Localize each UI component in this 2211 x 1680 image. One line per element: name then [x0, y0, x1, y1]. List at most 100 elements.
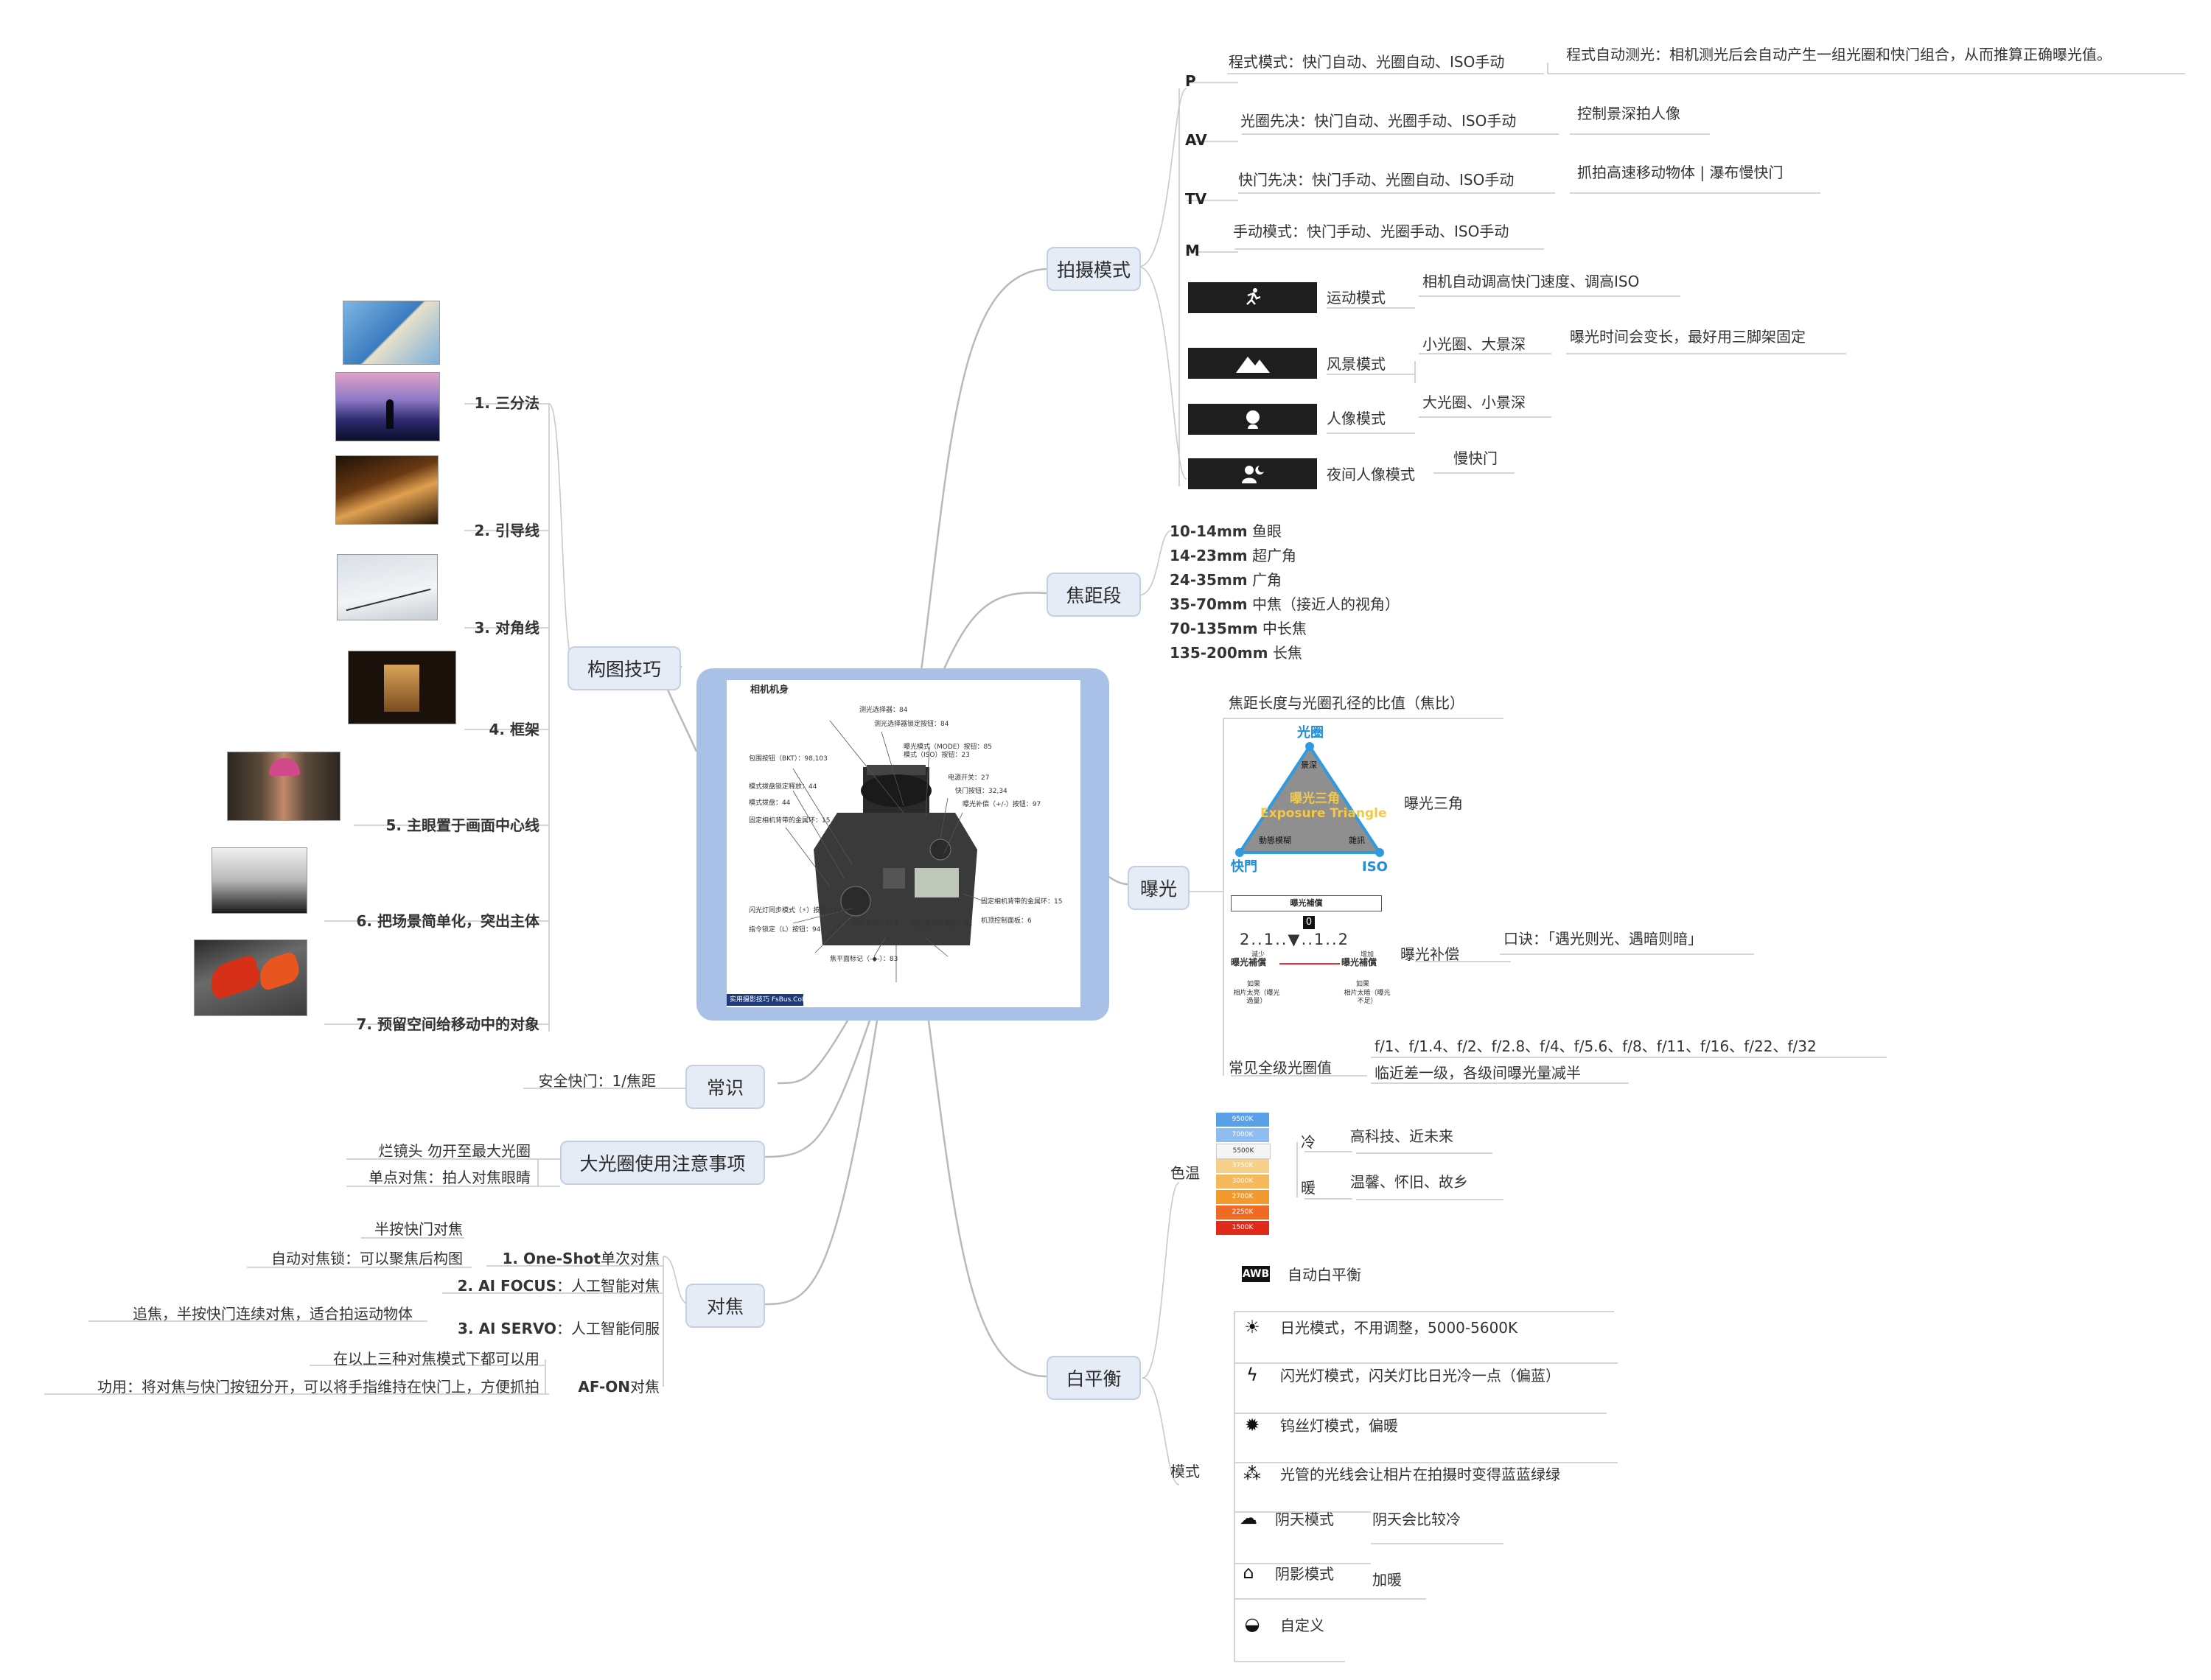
wb-warm-note: 温馨、怀旧、故乡	[1350, 1173, 1468, 1191]
mode-landscape-text[interactable]: 风景模式	[1327, 355, 1386, 373]
head-icon	[1188, 404, 1317, 435]
mode-tv-note: 抓拍高速移动物体 | 瀑布慢快门	[1577, 164, 1784, 181]
color-temp-swatch: 9500K	[1216, 1113, 1269, 1127]
triangle-center-en: Exposure Triangle	[1260, 806, 1387, 821]
wb-mode-text[interactable]: 阴天模式	[1275, 1511, 1334, 1528]
exposure-comp-label[interactable]: 曝光补偿	[1400, 945, 1459, 963]
mode-tv-text[interactable]: 快门先决：快门手动、光圈自动、ISO手动	[1238, 171, 1515, 189]
wb-cold: 冷	[1301, 1133, 1316, 1151]
composition-item[interactable]: 7. 预留空间给移动中的对象	[356, 1015, 539, 1033]
comp-zero: 0	[1303, 916, 1315, 929]
comp-right-note: 相片太暗（曝光不足）	[1344, 990, 1391, 1005]
aperture-tip-1[interactable]: 烂镜头 勿开至最大光圈	[378, 1142, 531, 1160]
color-temp-swatch: 3750K	[1216, 1159, 1269, 1173]
focal-item: 135-200mm 长焦	[1170, 644, 1302, 662]
thumb-rule-of-thirds-a	[343, 301, 440, 365]
fluorescent-icon: ⁂	[1243, 1463, 1261, 1484]
composition-item[interactable]: 2. 引导线	[474, 522, 539, 539]
topic-white-balance[interactable]: 白平衡	[1047, 1356, 1141, 1400]
wb-mode-text[interactable]: 闪光灯模式，闪关灯比日光冷一点（偏蓝）	[1280, 1367, 1560, 1385]
triangle-noise: 雜訊	[1349, 836, 1365, 845]
mode-night-note: 慢快门	[1453, 449, 1498, 467]
focus-aiservo-sub: 追焦，半按快门连续对焦，适合拍运动物体	[133, 1305, 413, 1323]
callout-iso-button: 模式（ISO）按钮：23	[904, 752, 970, 759]
mode-p-text[interactable]: 程式模式：快门自动、光圈自动、ISO手动	[1229, 53, 1505, 71]
thumb-framing	[348, 651, 456, 724]
mode-m-key: M	[1185, 242, 1200, 259]
callout-exposure-comp: 曝光补偿（+/-）按钮：97	[963, 801, 1041, 808]
thumb-rule-of-thirds-b	[335, 372, 440, 441]
focal-item: 14-23mm 超广角	[1170, 547, 1297, 564]
mode-landscape-note: 小光圈、大景深	[1422, 335, 1526, 353]
wb-mode-text[interactable]: 日光模式，不用调整，5000-5600K	[1280, 1319, 1518, 1337]
mode-av-note: 控制景深拍人像	[1577, 105, 1680, 122]
camera-illustration	[785, 720, 985, 982]
focus-aifocus[interactable]: 2. AI FOCUS：人工智能对焦	[457, 1277, 660, 1295]
color-temp-swatch: 7000K	[1216, 1128, 1269, 1142]
callout-mode-button: 曝光模式（MODE）按钮：85	[904, 743, 992, 751]
wb-mode-text[interactable]: 阴影模式	[1275, 1565, 1334, 1583]
focus-oneshot[interactable]: 1. One-Shot单次对焦	[502, 1250, 660, 1267]
runner-icon	[1188, 282, 1317, 313]
wb-mode-text[interactable]: 光管的光线会让相片在拍摄时变得蓝蓝绿绿	[1280, 1466, 1560, 1483]
comp-plus-small: 增加	[1361, 951, 1375, 959]
aperture-stops-values: f/1、f/1.4、f/2、f/2.8、f/4、f/5.6、f/8、f/11、f…	[1375, 1037, 1817, 1055]
comp-title: 曝光補償	[1231, 895, 1382, 911]
composition-item[interactable]: 6. 把场景简单化，突出主体	[356, 912, 539, 930]
composition-item[interactable]: 4. 框架	[489, 721, 539, 738]
triangle-center-cn: 曝光三角	[1290, 791, 1340, 806]
mode-tv-key: TV	[1185, 190, 1207, 208]
wb-mode-note: 加暖	[1372, 1571, 1402, 1589]
mode-p-key: P	[1185, 72, 1196, 90]
wb-awb-text[interactable]: 自动白平衡	[1288, 1266, 1361, 1284]
mode-landscape-note2: 曝光时间会变长，最好用三脚架固定	[1570, 328, 1806, 346]
mode-sport-note: 相机自动调高快门速度、调高ISO	[1422, 273, 1640, 290]
focal-item: 10-14mm 鱼眼	[1170, 522, 1282, 540]
topic-focal-length[interactable]: 焦距段	[1047, 573, 1141, 617]
color-temp-swatch: 2250K	[1216, 1205, 1269, 1219]
aperture-stops-label[interactable]: 常见全级光圈值	[1229, 1059, 1332, 1077]
composition-item[interactable]: 5. 主眼置于画面中心线	[385, 816, 539, 834]
triangle-motion-blur: 動態模糊	[1259, 836, 1291, 845]
focus-oneshot-sub2: 自动对焦锁：可以聚焦后构图	[271, 1250, 463, 1267]
topic-common-sense[interactable]: 常识	[685, 1065, 765, 1109]
composition-item[interactable]: 3. 对角线	[474, 619, 539, 637]
callout-lock-button: 指令锁定（L）按钮：94	[749, 926, 821, 934]
exposure-triangle-label[interactable]: 曝光三角	[1404, 794, 1463, 812]
wb-warm: 暖	[1301, 1179, 1316, 1197]
color-temp-swatch: 2700K	[1216, 1190, 1269, 1204]
topic-large-aperture[interactable]: 大光圈使用注意事项	[560, 1141, 765, 1185]
callout-metering-lock: 测光选择器锁定按钮：84	[874, 721, 949, 728]
wb-modes-label[interactable]: 模式	[1170, 1463, 1200, 1480]
aperture-tip-2[interactable]: 单点对焦：拍人对焦眼睛	[368, 1169, 531, 1186]
mode-night-text[interactable]: 夜间人像模式	[1327, 466, 1415, 483]
triangle-shutter: 快門	[1231, 859, 1257, 875]
comp-minus: 曝光補償	[1231, 957, 1267, 967]
callout-strap-ring-left: 固定相机背带的金属环：15	[749, 817, 831, 825]
safe-shutter-tip[interactable]: 安全快门：1/焦距	[538, 1072, 656, 1090]
flash-icon: ϟ	[1246, 1365, 1258, 1385]
mode-portrait-text[interactable]: 人像模式	[1327, 410, 1386, 427]
focal-item: 35-70mm 中焦（接近人的视角）	[1170, 595, 1400, 613]
mode-sport-text[interactable]: 运动模式	[1327, 289, 1386, 307]
focus-afon[interactable]: AF-ON对焦	[578, 1378, 660, 1396]
callout-accessory-shoe: 附件支架：116	[852, 920, 898, 928]
thumb-leading-lines	[335, 455, 439, 525]
mode-av-text[interactable]: 光圈先决：快门自动、光圈手动、ISO手动	[1240, 112, 1517, 130]
wb-mode-text[interactable]: 钨丝灯模式，偏暖	[1280, 1417, 1398, 1435]
topic-shooting-mode[interactable]: 拍摄模式	[1047, 247, 1141, 291]
exposure-ratio[interactable]: 焦距长度与光圈孔径的比值（焦比）	[1229, 694, 1464, 712]
callout-metering-selector: 测光选择器：84	[859, 707, 908, 714]
mode-m-text[interactable]: 手动模式：快门手动、光圈手动、ISO手动	[1233, 223, 1509, 240]
focus-aiservo[interactable]: 3. AI SERVO：人工智能伺服	[458, 1320, 660, 1337]
topic-composition[interactable]: 构图技巧	[567, 646, 681, 690]
thumb-simplify	[212, 847, 307, 914]
callout-power-switch: 电源开关：27	[948, 774, 990, 782]
wb-color-temp-label[interactable]: 色温	[1170, 1164, 1200, 1182]
topic-exposure[interactable]: 曝光	[1128, 866, 1190, 910]
composition-item[interactable]: 1. 三分法	[474, 394, 539, 412]
wb-mode-text[interactable]: 自定义	[1280, 1617, 1324, 1634]
callout-shutter-button: 快门按钮：32,34	[955, 788, 1007, 795]
topic-focus[interactable]: 对焦	[685, 1284, 765, 1328]
tungsten-icon: ✹	[1244, 1415, 1260, 1435]
